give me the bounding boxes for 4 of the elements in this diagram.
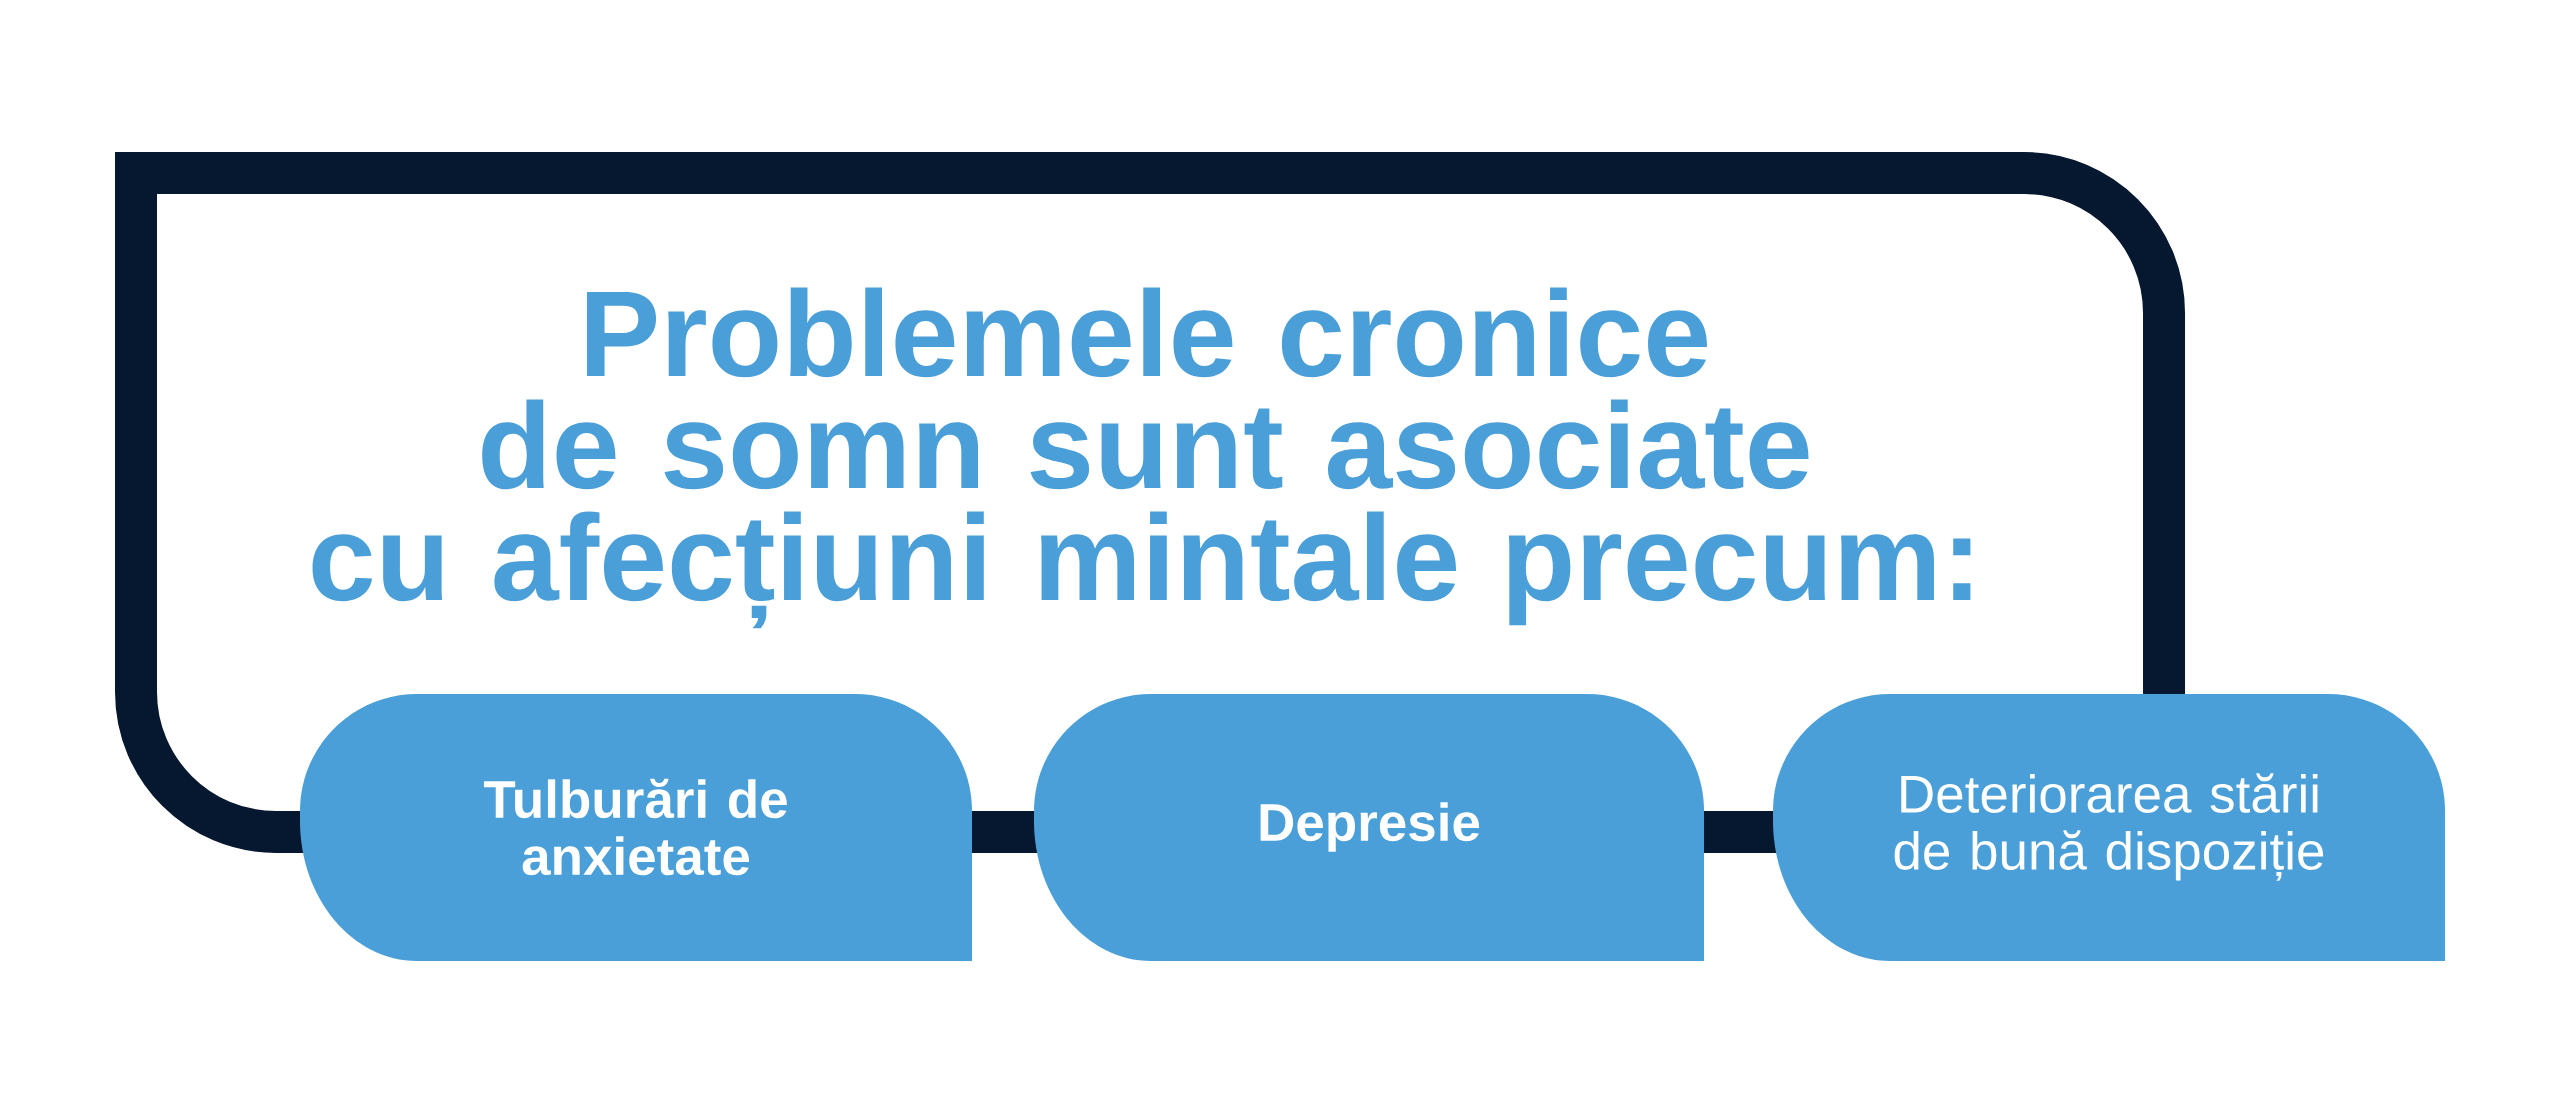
rounded-box: Deteriorarea stării de bună dispoziție bbox=[1773, 694, 2446, 961]
heading: Problemele cronice de somn sunt asociate cu afecțiuni mintale precum: bbox=[312, 287, 1971, 629]
rounded-box: Depresie bbox=[1034, 694, 1704, 961]
rounded-box: Tulburări de anxietate bbox=[300, 694, 972, 961]
